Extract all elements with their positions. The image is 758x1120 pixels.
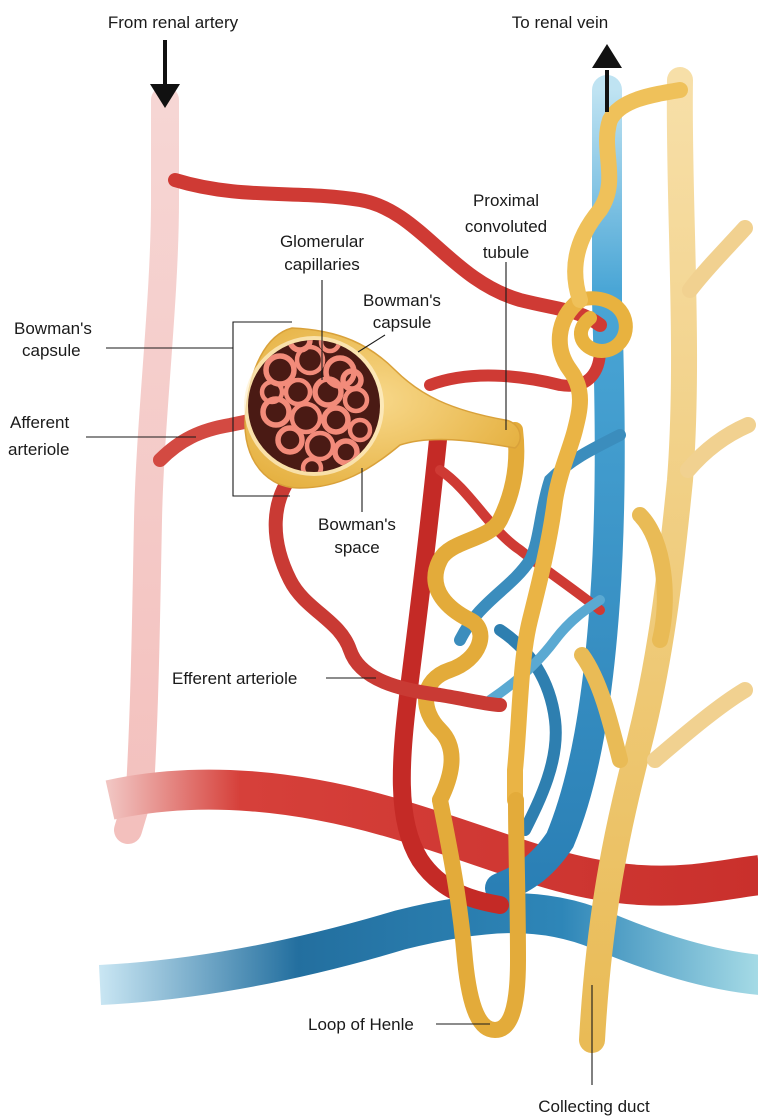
label-glomerular-line1: Glomerular — [280, 232, 364, 251]
label-pct-line1: Proximal — [473, 191, 539, 210]
label-henle: Loop of Henle — [308, 1015, 414, 1034]
label-bowmans-capsule-left-line1: Bowman's — [14, 319, 92, 338]
label-collecting: Collecting duct — [538, 1097, 650, 1116]
label-bowmans-space-line2: space — [334, 538, 379, 557]
collecting-branch — [655, 690, 745, 760]
arcuate-vein — [100, 913, 758, 985]
label-afferent-line2: arteriole — [8, 440, 69, 459]
label-renal-artery: From renal artery — [108, 13, 239, 32]
label-bowmans-space-line1: Bowman's — [318, 515, 396, 534]
label-efferent: Efferent arteriole — [172, 669, 297, 688]
label-afferent-line1: Afferent — [10, 413, 70, 432]
collecting-branch — [688, 425, 748, 470]
label-bowmans-capsule-right-line2: capsule — [373, 313, 432, 332]
leader-bowmans-capsule-right — [358, 335, 385, 352]
label-bowmans-capsule-left-line2: capsule — [22, 341, 81, 360]
label-pct-line2: convoluted — [465, 217, 547, 236]
label-renal-vein: To renal vein — [512, 13, 608, 32]
upper-tubule — [575, 90, 680, 300]
collecting-branch — [690, 228, 745, 290]
label-bowmans-capsule-right-line1: Bowman's — [363, 291, 441, 310]
label-glomerular-line2: capillaries — [284, 255, 360, 274]
label-pct-line3: tubule — [483, 243, 529, 262]
